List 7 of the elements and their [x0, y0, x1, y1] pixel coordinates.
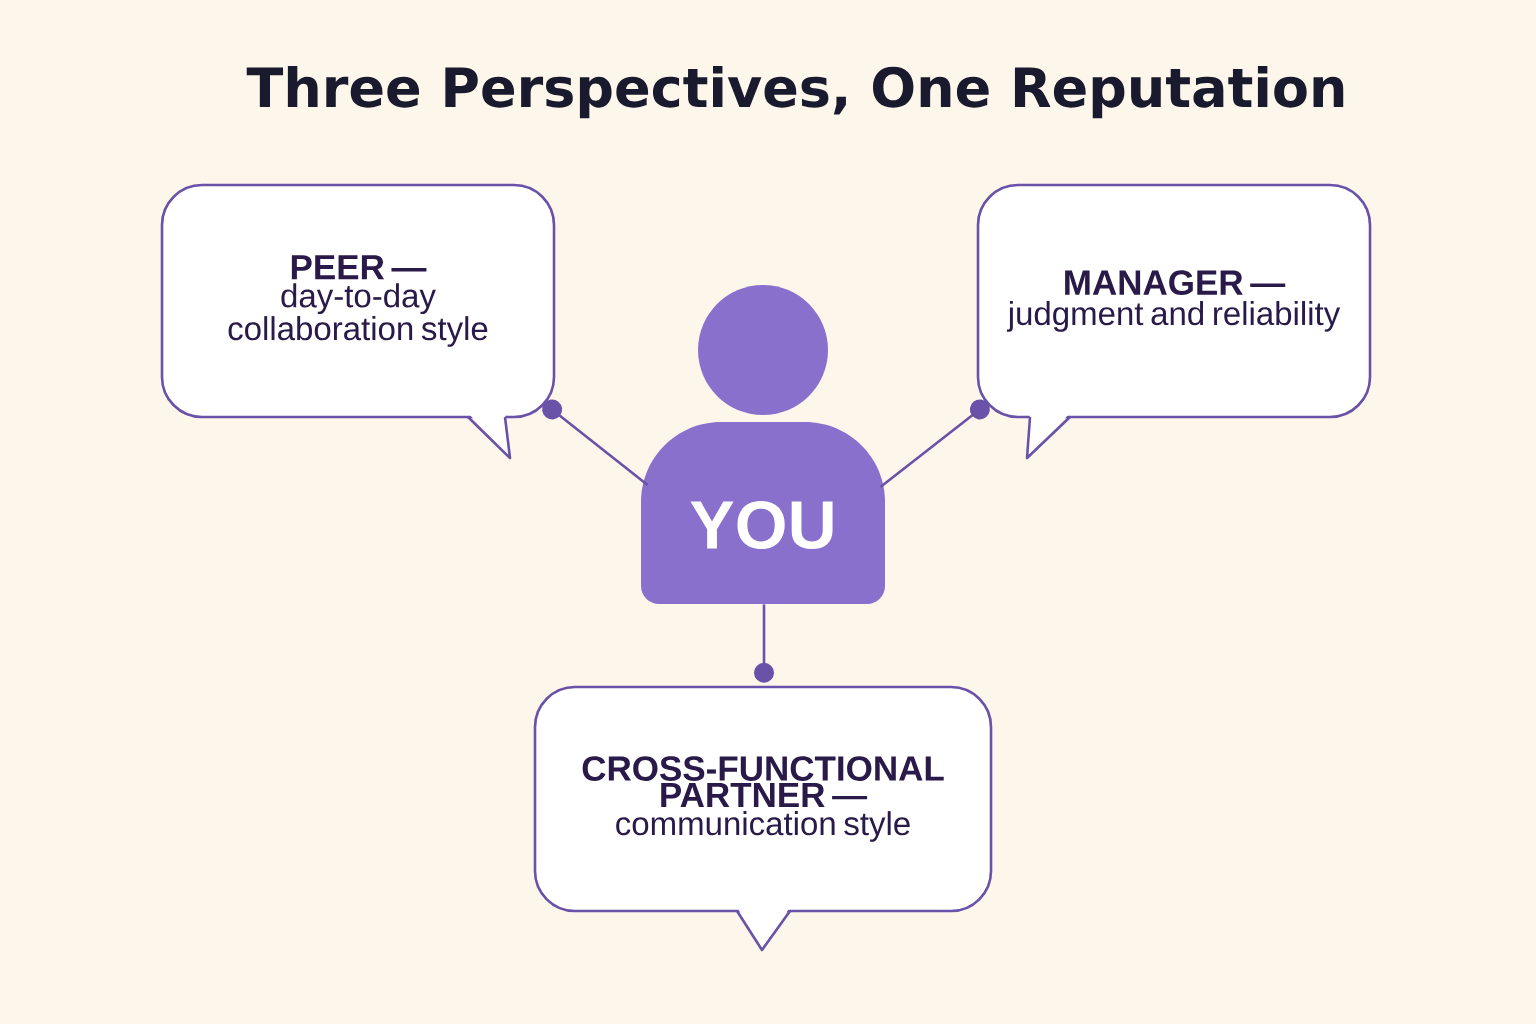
title: Three Perspectives, One Reputation: [246, 65, 1344, 119]
connector: [542, 399, 649, 487]
connector: [754, 604, 774, 683]
speech-bubble: MANAGER — judgment and reliability: [976, 183, 1372, 460]
speech-bubble: CROSS-FUNCTIONAL PARTNER — communication style: [533, 685, 993, 952]
speech-bubble: PEER — day-to-day collaboration style: [160, 183, 556, 460]
connector: [879, 399, 990, 489]
